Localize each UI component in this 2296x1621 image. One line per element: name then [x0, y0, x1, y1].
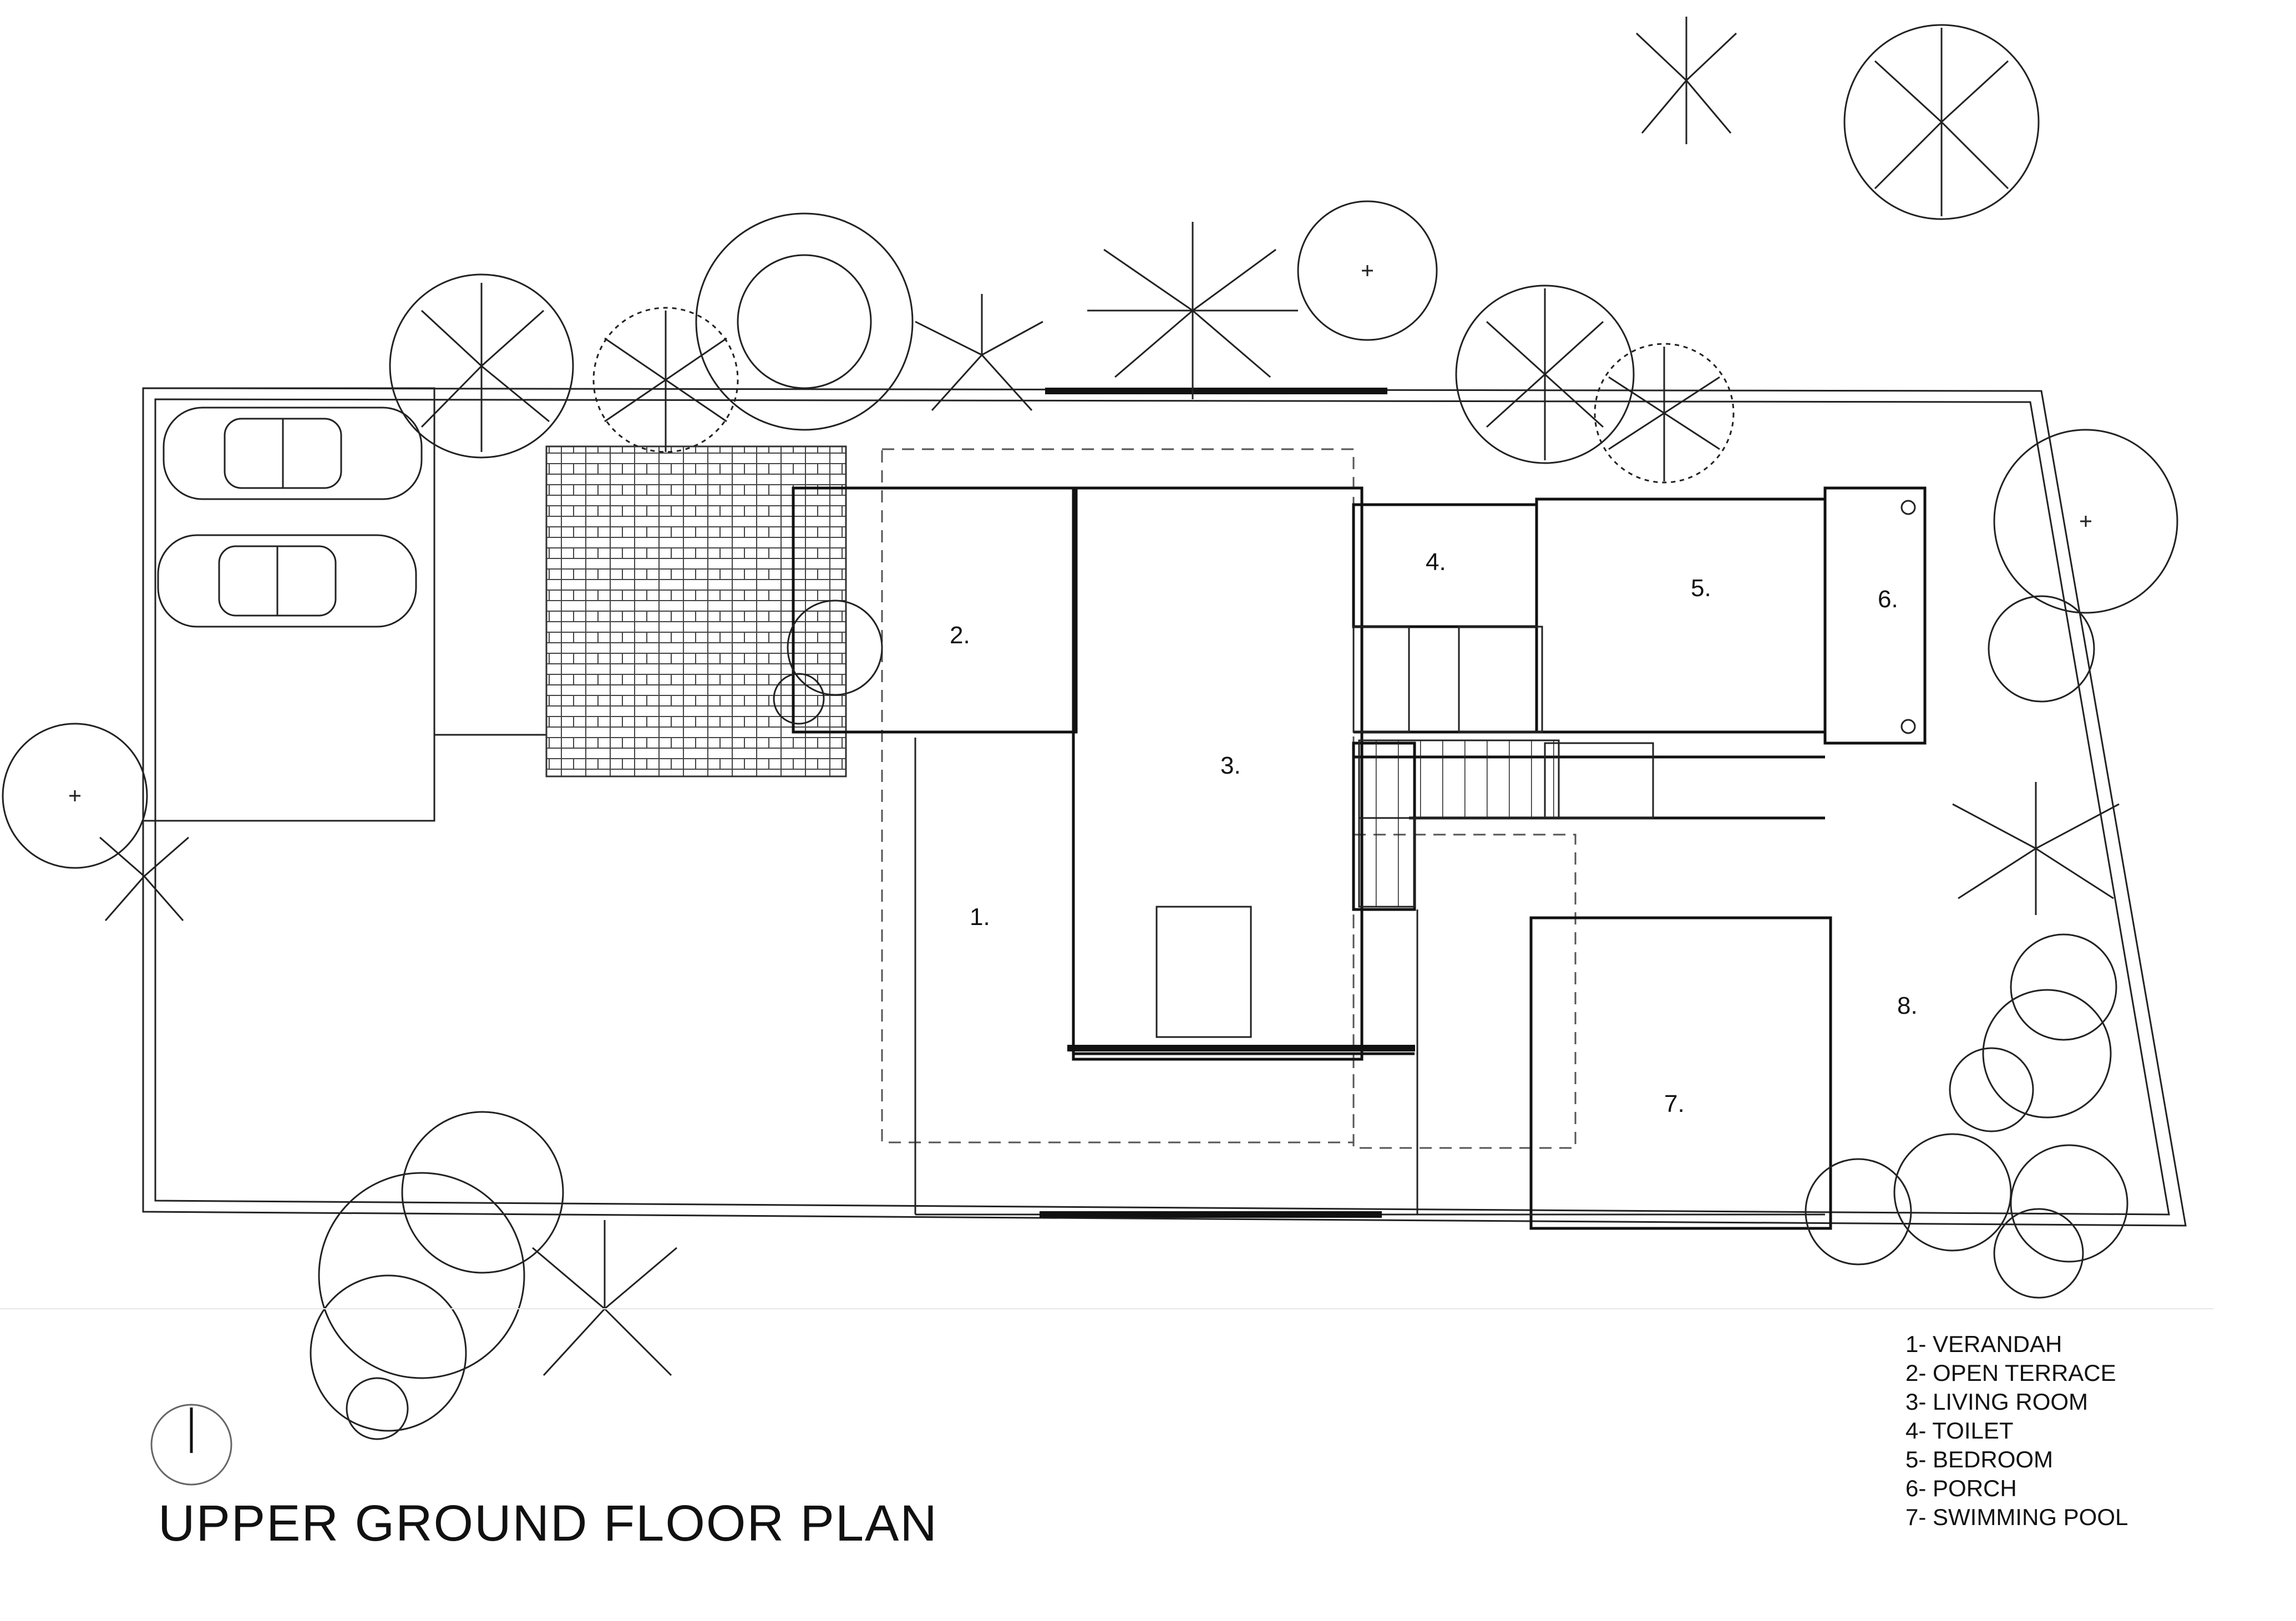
tree-icon	[389, 273, 574, 459]
upper-floor-outline	[881, 448, 1577, 1149]
tree-icon	[2, 723, 148, 869]
legend-item: 3- LIVING ROOM	[1905, 1389, 2089, 1415]
site-boundary	[142, 387, 2187, 1227]
tree-icon	[1455, 284, 1635, 464]
north-arrow-icon	[150, 1404, 232, 1486]
staircase	[1358, 739, 1560, 908]
tree-icon	[1843, 24, 2040, 220]
room-number: 2.	[950, 622, 970, 649]
room-numbers: 1. 2. 3. 4. 5. 6. 7. 8.	[950, 548, 1918, 1117]
legend-item: 5- BEDROOM	[1905, 1446, 2054, 1472]
car-icon	[157, 534, 417, 628]
tree-icon	[773, 599, 883, 725]
legend-item: 1- VERANDAH	[1905, 1331, 2062, 1357]
room-number: 8.	[1897, 992, 1918, 1019]
car-icon	[163, 406, 423, 500]
paved-court	[545, 445, 847, 778]
tree-icon	[695, 212, 914, 431]
parking-bay	[142, 387, 546, 822]
tree-icon	[1594, 343, 1735, 484]
heavy-walls	[1040, 388, 1415, 1218]
tree-icon	[310, 1111, 564, 1440]
legend-item: 7- SWIMMING POOL	[1905, 1504, 2128, 1530]
plan-title: UPPER GROUND FLOOR PLAN	[158, 1495, 938, 1552]
room-number: 3.	[1220, 752, 1241, 779]
tree-icon	[1805, 933, 2128, 1299]
room-number: 4.	[1426, 548, 1446, 576]
room-legend: 1- VERANDAH 2- OPEN TERRACE 3- LIVING RO…	[1905, 1330, 2128, 1532]
room-number: 5.	[1691, 575, 1711, 602]
tree-icon	[1297, 200, 1438, 341]
room-number: 1.	[970, 903, 990, 931]
tree-icon	[592, 307, 739, 453]
room-number: 6.	[1878, 586, 1898, 613]
legend-item: 4- TOILET	[1905, 1417, 2014, 1444]
tree-icon	[1993, 429, 2178, 614]
legend-item: 2- OPEN TERRACE	[1905, 1360, 2116, 1386]
tree-icon	[1988, 595, 2095, 703]
palm-tree-icon	[99, 17, 2120, 1376]
room-number: 7.	[1664, 1090, 1685, 1117]
legend-item: 6- PORCH	[1905, 1475, 2017, 1501]
